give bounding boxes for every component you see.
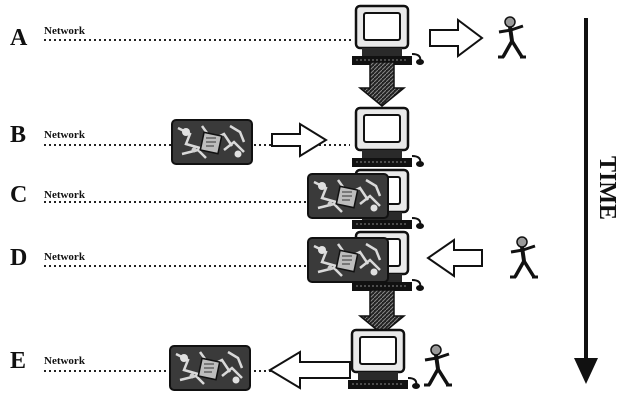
outline-arrow-icon: [272, 124, 326, 156]
virus-block-icon: [308, 238, 388, 282]
row-letter-a: A: [10, 25, 28, 51]
network-label-e: Network: [44, 355, 86, 367]
computer-icon: [352, 108, 424, 167]
row-letter-c: C: [10, 182, 27, 208]
computer-icon: [352, 6, 424, 65]
virus-block-icon: [172, 120, 252, 164]
network-label-d: Network: [44, 251, 86, 263]
outline-arrow-icon: [428, 240, 482, 276]
down-arrow-icon: [360, 290, 404, 334]
person-icon: [424, 345, 452, 385]
person-icon: [510, 237, 538, 277]
outline-arrow-icon: [270, 352, 350, 388]
down-arrow-icon: [360, 62, 404, 106]
network-label-c: Network: [44, 189, 86, 201]
time-arrow-icon: [574, 358, 598, 384]
time-label: TIME: [594, 156, 620, 220]
row-letter-b: B: [10, 122, 26, 148]
person-icon: [498, 17, 526, 57]
network-label-b: Network: [44, 129, 86, 141]
virus-block-icon: [170, 346, 250, 390]
computer-icon: [348, 330, 420, 389]
row-letter-e: E: [10, 348, 26, 374]
network-label-a: Network: [44, 25, 86, 37]
outline-arrow-icon: [430, 20, 482, 56]
row-letter-d: D: [10, 245, 27, 271]
virus-block-icon: [308, 174, 388, 218]
